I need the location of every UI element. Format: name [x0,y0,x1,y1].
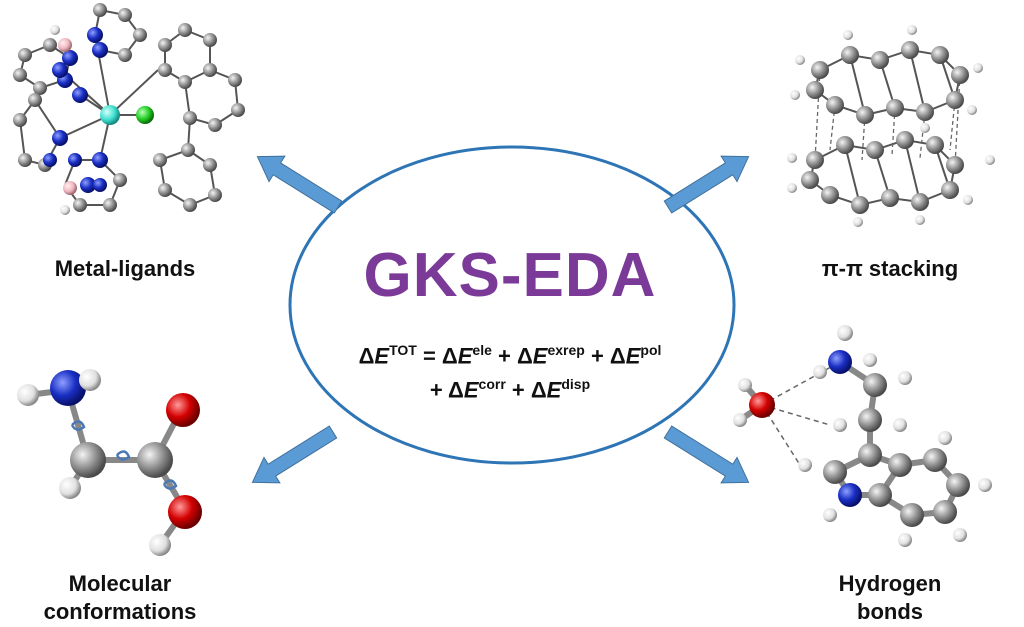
energy-symbol: E [457,343,473,369]
energy-symbol: E [463,377,479,403]
energy-symbol: E [546,377,562,403]
plus-sign: + [584,343,610,369]
label-molecular-line-1: Molecular [68,571,172,596]
arrow-to-molecular-conformations [251,425,338,484]
delta-symbol: Δ [609,343,626,369]
dispersion-superscript: disp [561,376,591,392]
energy-equation-line-1: ΔETOT = ΔEele + ΔEexrep + ΔEpol [300,342,720,369]
polarization-superscript: pol [640,342,662,358]
label-molecular-conformations: Molecular conformations [15,570,225,626]
molecular-conformation-molecule [17,369,202,556]
plus-sign: + [429,377,449,403]
correlation-superscript: corr [478,376,506,392]
energy-symbol: E [625,343,641,369]
label-pi-stacking: π-π stacking [821,256,959,281]
delta-symbol: Δ [530,377,547,403]
delta-symbol: Δ [448,377,464,403]
plus-sign: + [505,377,531,403]
electrostatic-superscript: ele [472,342,492,358]
equals-sign: = [416,343,442,369]
pi-stacking-molecule [787,25,995,227]
label-metal-ligands: Metal-ligands [54,256,196,281]
hydrogen-bonds-molecule [733,325,992,547]
delta-symbol: Δ [441,343,458,369]
label-hydrogen-line-1: Hydrogen [838,571,942,596]
metal-ligands-molecule [13,3,245,215]
energy-equation-line-2: + ΔEcorr + ΔEdisp [300,376,720,403]
arrow-to-metal-ligands [256,155,343,214]
delta-symbol: Δ [358,343,375,369]
label-molecular-line-2: conformations [43,599,197,624]
label-hydrogen-line-2: bonds [857,599,923,624]
exchange-repulsion-superscript: exrep [547,342,585,358]
energy-symbol: E [532,343,548,369]
arrow-to-hydrogen-bonds [663,425,750,484]
energy-symbol: E [374,343,390,369]
label-hydrogen-bonds: Hydrogen bonds [800,570,980,626]
arrow-to-pi-stacking [663,155,750,214]
diagram-title: GKS-EDA [363,241,657,310]
central-ellipse [288,145,736,465]
delta-symbol: Δ [516,343,533,369]
total-superscript: TOT [389,342,417,358]
plus-sign: + [491,343,517,369]
